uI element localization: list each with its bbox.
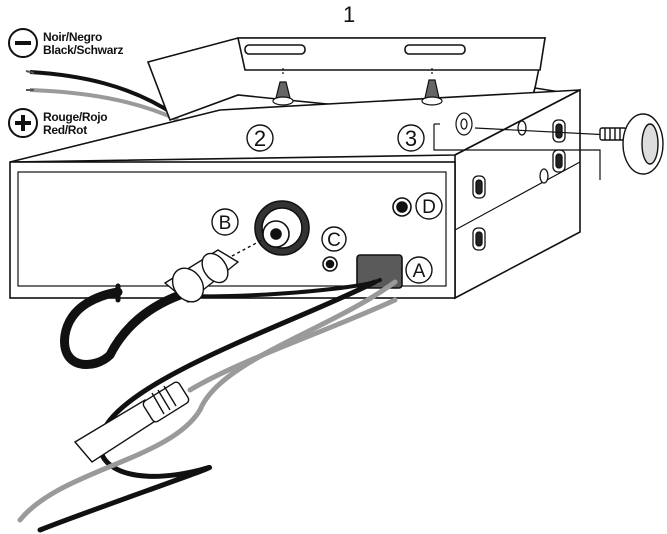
callout-c-circle bbox=[321, 226, 347, 252]
callout-d-circle bbox=[415, 192, 443, 220]
positive-wire-label-1: Rouge/Rojo bbox=[43, 110, 107, 124]
callout-antenna: B bbox=[219, 213, 232, 234]
callout-a-circle bbox=[405, 256, 433, 284]
cables bbox=[17, 278, 398, 533]
positive-wire-label-2: Red/Rot bbox=[43, 123, 87, 137]
mic-jack bbox=[392, 197, 412, 217]
callout-screws-circle bbox=[246, 124, 274, 152]
callout-screws: 2 bbox=[254, 126, 266, 151]
callout-knob: 3 bbox=[405, 126, 417, 151]
thumb-knob bbox=[599, 113, 664, 175]
callout-knob-circle bbox=[397, 124, 425, 152]
power-socket bbox=[356, 254, 403, 289]
inline-fuse-holder bbox=[73, 381, 190, 463]
antenna-jack bbox=[254, 200, 310, 256]
callout-bracket: 1 bbox=[343, 2, 355, 27]
side-holes bbox=[472, 119, 566, 251]
callout-b-circle bbox=[211, 208, 239, 236]
negative-wire-label-2: Black/Schwarz bbox=[43, 43, 123, 57]
callout-power: A bbox=[413, 261, 426, 282]
callout-ext-speaker: C bbox=[327, 230, 341, 251]
negative-wire-label-1: Noir/Negro bbox=[43, 30, 102, 44]
mounting-screw-right bbox=[421, 68, 443, 106]
mounting-screw-left bbox=[272, 68, 294, 106]
power-leads bbox=[25, 70, 179, 122]
plus-icon bbox=[8, 108, 38, 138]
callout-mic: D bbox=[422, 197, 436, 218]
antenna-plug bbox=[163, 239, 263, 303]
knob-assembly bbox=[433, 112, 611, 180]
minus-icon bbox=[8, 28, 38, 58]
ext-speaker-jack bbox=[322, 256, 338, 272]
